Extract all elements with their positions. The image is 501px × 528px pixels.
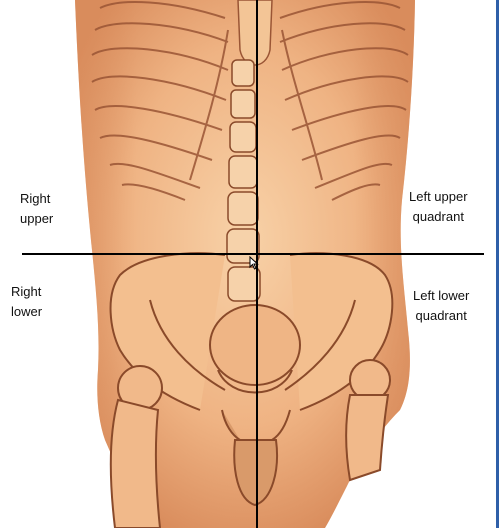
left-upper-label-line2: quadrant [412,209,464,224]
right-lower-label-line1: Right [11,284,42,299]
left-upper-label-line1: Left upper [409,189,468,204]
left-lower-label-line1: Left lower [413,288,470,303]
pelvis [109,252,394,411]
left-lower-label-line2: quadrant [415,308,467,323]
right-lower-label-line2: lower [11,304,43,319]
lumbar-spine [226,59,261,302]
right-upper-label-line1: Right [20,191,51,206]
mouse-pointer-icon [249,256,259,270]
right-upper-label-line2: upper [20,211,54,226]
right-upper-label: Right upper [20,189,53,229]
left-lower-quadrant-label: Left lower quadrant [413,286,469,326]
horizontal-divider-line [22,253,484,255]
left-upper-quadrant-label: Left upper quadrant [409,187,468,227]
hip-joints [109,359,391,528]
groin [221,409,291,507]
right-rib-cage [91,1,229,201]
window-frame-edge [496,0,499,528]
left-rib-cage [279,1,409,201]
right-lower-label: Right lower [11,282,42,322]
sternum [237,0,273,66]
